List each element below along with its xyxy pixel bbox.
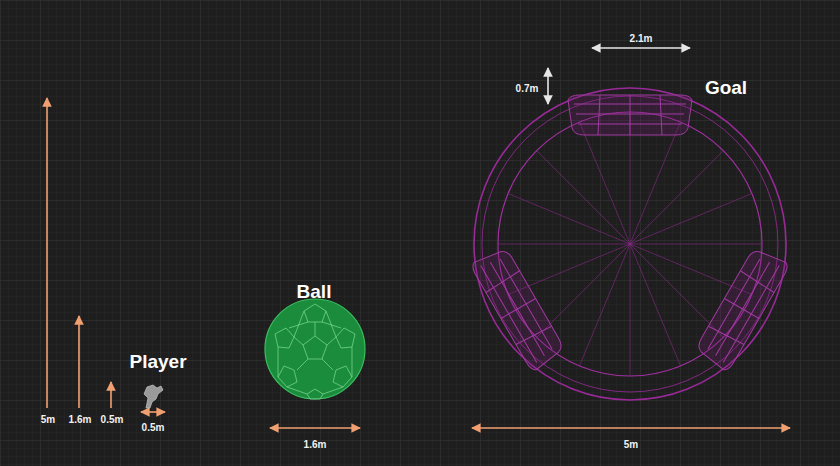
dimension-label: 1.6m [304,439,327,450]
goal-dimensions [548,48,690,104]
scale-arrows [47,98,790,428]
player-figure [144,385,163,408]
dimension-label: 5m [41,414,55,425]
dimension-label: 1.6m [69,414,92,425]
object-name: Goal [705,77,747,99]
dimension-label: 5m [624,439,638,450]
object-name: Player [129,351,186,373]
dimension-label: 2.1m [630,33,653,44]
dimension-label: 0.5m [142,422,165,433]
ball-wireframe [265,299,365,399]
dimension-label: 0.5m [101,414,124,425]
goal-wireframe [470,88,790,400]
object-name: Ball [297,281,332,303]
dimension-label: 0.7m [516,83,539,94]
